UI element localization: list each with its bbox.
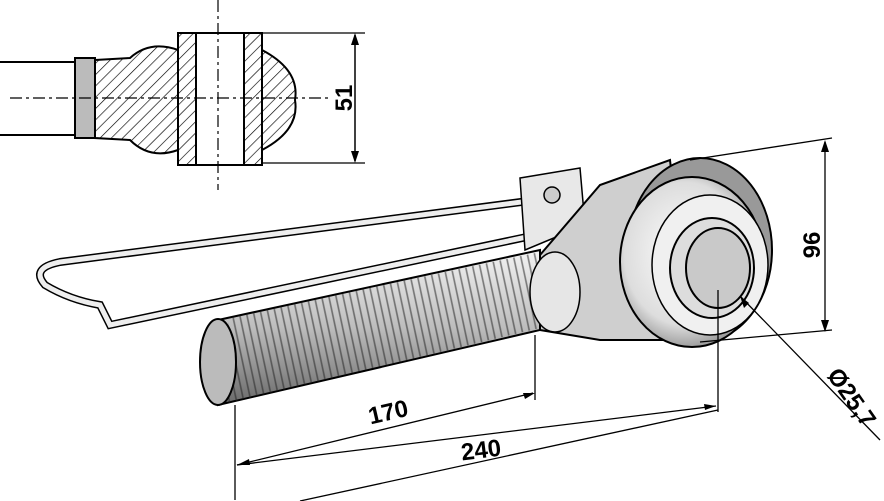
dimension-240: 240: [460, 435, 503, 467]
dimension-170: 170: [366, 395, 411, 430]
dimension-arrows: [237, 140, 829, 465]
top-link-part: [36, 157, 773, 407]
dimension-96: 96: [799, 232, 826, 259]
dimension-51: 51: [331, 85, 358, 112]
dimension-bore-diameter: Ø25,7: [821, 363, 881, 432]
dimension-lines: [234, 137, 881, 501]
cross-section-view: [0, 0, 365, 190]
